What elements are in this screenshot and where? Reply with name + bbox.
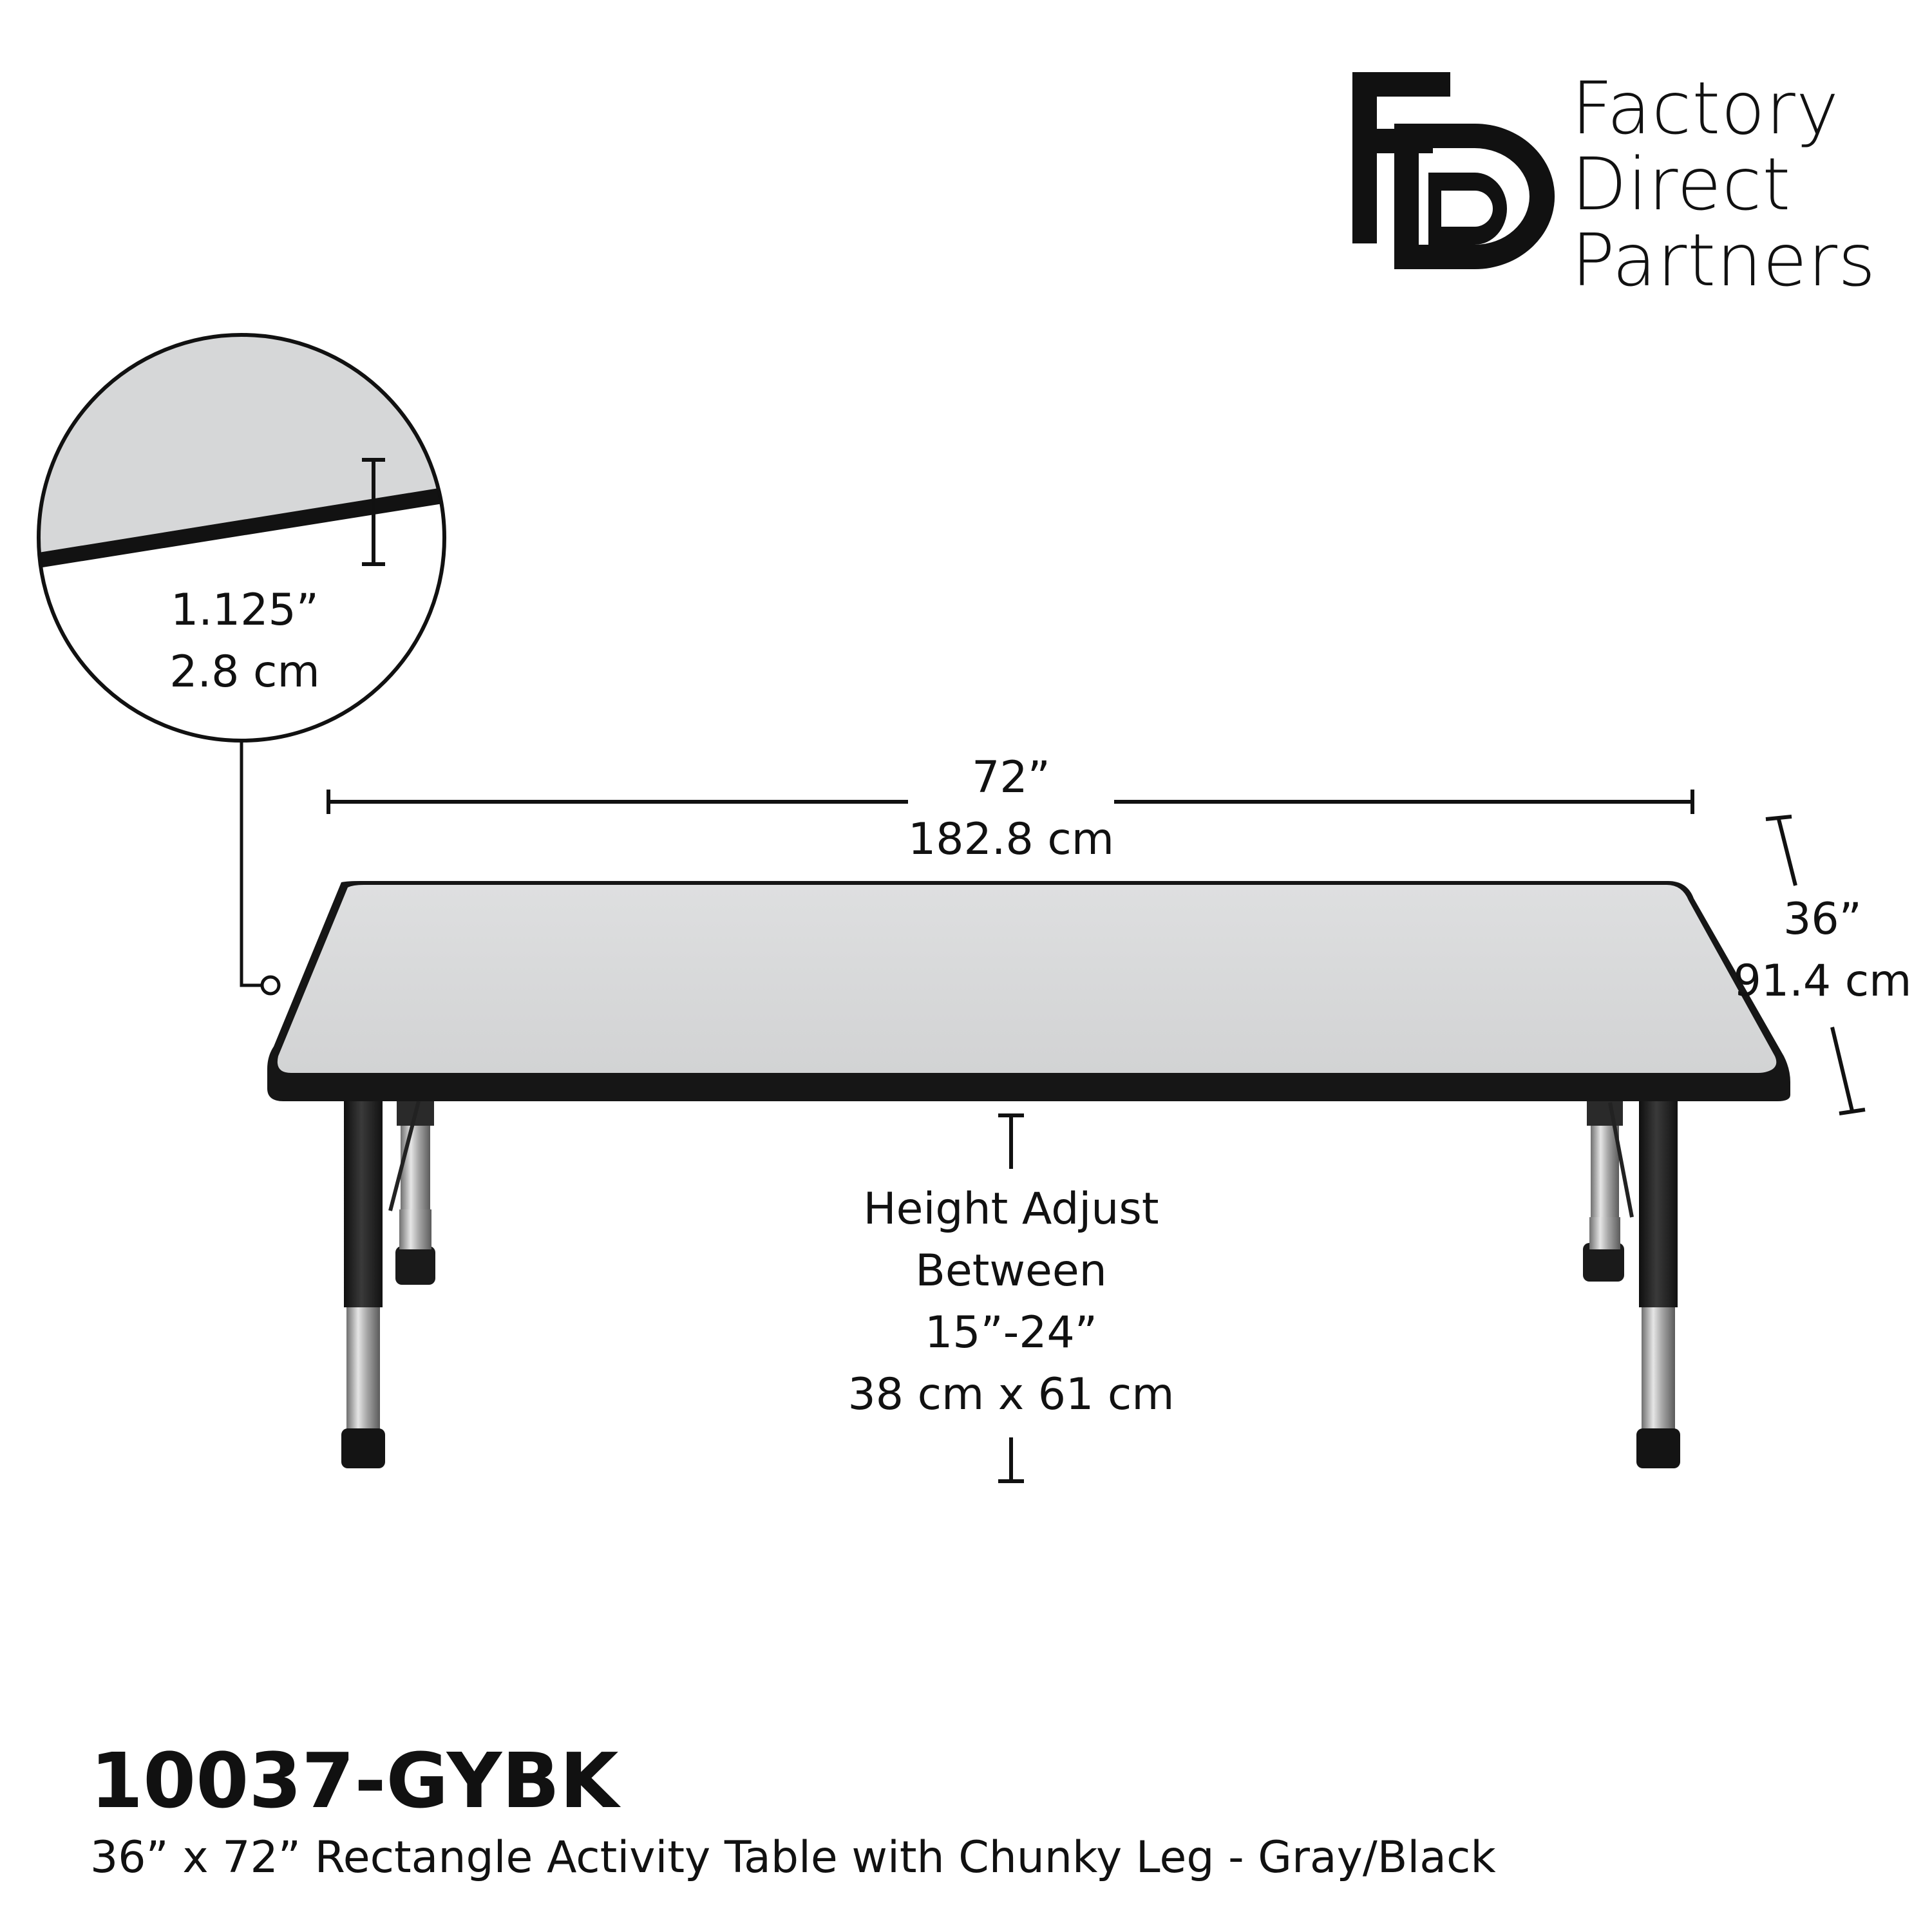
width-dimension-line (327, 790, 1694, 814)
height-line-2: Between (915, 1245, 1107, 1296)
product-code: 10037-GYBK (90, 1736, 619, 1825)
logo-d-shape (1394, 124, 1555, 269)
leader-dot (260, 975, 281, 996)
height-line-3: 15”-24” (924, 1307, 1098, 1358)
activity-table (267, 881, 1790, 1468)
leader-line (240, 741, 263, 987)
brand-name-line-1: Factory (1571, 67, 1840, 151)
product-description: 36” x 72” Rectangle Activity Table with … (90, 1832, 1496, 1883)
width-inches: 72” (972, 752, 1050, 803)
thickness-inches: 1.125” (171, 585, 319, 636)
zoom-top-surface (39, 335, 444, 553)
depth-dimension-line (1765, 815, 1866, 1115)
depth-inches: 36” (1783, 894, 1862, 945)
height-label: Height Adjust Between 15”-24” 38 cm x 61… (792, 1179, 1230, 1426)
logo-f-shape (1352, 72, 1450, 243)
table-top-surface (277, 885, 1777, 1073)
depth-cm: 91.4 cm (1733, 956, 1912, 1007)
zoom-edge-band (39, 486, 444, 568)
brand-logo-mark (1352, 72, 1555, 269)
edge-zoom-detail (37, 333, 446, 996)
thickness-cm: 2.8 cm (169, 647, 320, 697)
height-line-4: 38 cm x 61 cm (848, 1369, 1175, 1420)
back-left-leg (388, 1095, 435, 1285)
thickness-label: 1.125” 2.8 cm (116, 580, 374, 703)
front-right-leg (1636, 1088, 1680, 1468)
height-line-1: Height Adjust (863, 1184, 1159, 1235)
brand-name: Factory Direct Partners (1571, 71, 1876, 299)
back-right-leg (1583, 1095, 1634, 1282)
width-label: 72” 182.8 cm (850, 747, 1172, 871)
brand-name-line-2: Direct (1571, 143, 1792, 227)
width-cm: 182.8 cm (908, 814, 1114, 865)
front-left-leg (341, 1088, 385, 1468)
depth-label: 36” 91.4 cm (1713, 889, 1932, 1012)
height-marker (998, 1113, 1024, 1483)
brand-name-line-3: Partners (1571, 219, 1877, 303)
thickness-marker (362, 458, 385, 566)
